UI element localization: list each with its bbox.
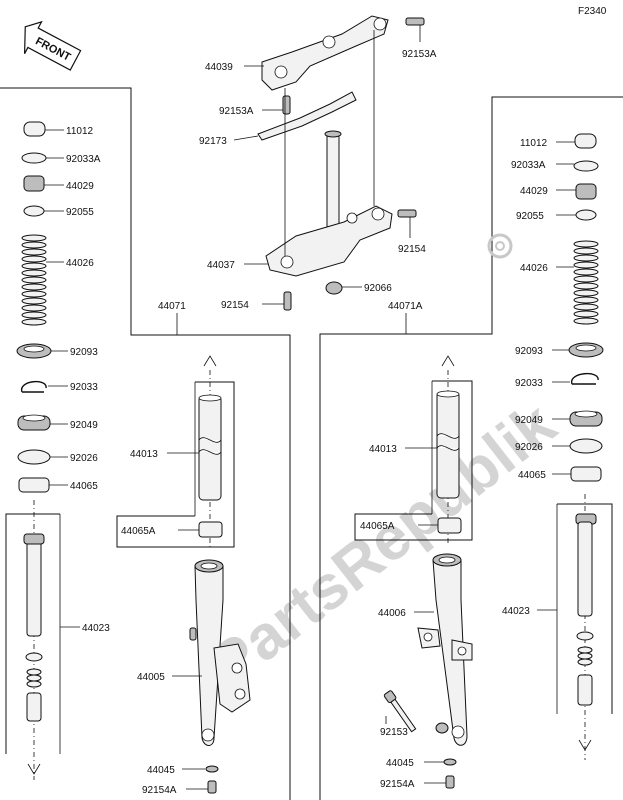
- bolt-92154-left: [283, 291, 292, 311]
- oring-92055-right: [575, 209, 597, 221]
- label-92154A-left: 92154A: [142, 785, 177, 796]
- label-92049-right: 92049: [515, 415, 543, 426]
- bolt-92153A-top: [405, 17, 425, 26]
- inner-tube-44013-right: [436, 391, 460, 499]
- damper-rod-44023-right: [577, 521, 593, 617]
- damper-rod-44023-left: [26, 539, 42, 637]
- label-44037: 44037: [207, 260, 235, 271]
- watermark: PartsRepublik: [197, 389, 568, 700]
- spring-44026-left: [21, 234, 47, 326]
- label-44065A-left: 44065A: [121, 526, 156, 537]
- label-92055-left: 92055: [66, 207, 94, 218]
- label-44023-left: 44023: [82, 623, 110, 634]
- label-44039: 44039: [205, 62, 233, 73]
- label-92153: 92153: [380, 727, 408, 738]
- label-92033-left: 92033: [70, 382, 98, 393]
- circlip-92033-right: [571, 373, 599, 385]
- outer-tube-44005: [189, 559, 251, 746]
- label-92066: 92066: [364, 283, 392, 294]
- steering-assembly: 44039 92153A 92153A 92173 44037 92154 92…: [199, 15, 437, 311]
- label-92026-right: 92026: [515, 442, 543, 453]
- washer-44045-right: [443, 758, 457, 766]
- left-fork-assembly: 44071 11012 92033A 44029 92055 44026: [0, 87, 291, 800]
- washer-92026-right: [569, 438, 603, 454]
- bolt-92154A-right: [445, 775, 455, 789]
- bolt-92154-right: [397, 209, 417, 218]
- bushing-44065A-left: [198, 521, 223, 538]
- label-92154-right: 92154: [398, 244, 426, 255]
- label-44029-left: 44029: [66, 181, 94, 192]
- label-11012-left: 11012: [66, 126, 94, 137]
- label-92033A-right: 92033A: [511, 160, 546, 171]
- label-92154A-right: 92154A: [380, 779, 415, 790]
- bushing-44065-right: [570, 466, 602, 482]
- oring-92055-left: [23, 205, 45, 217]
- label-92154-left: 92154: [221, 300, 249, 311]
- label-44005: 44005: [137, 672, 165, 683]
- label-44065-right: 44065: [518, 470, 546, 481]
- cap-11012-left: [23, 121, 46, 137]
- clamp-92173: [257, 91, 357, 141]
- label-92033-right: 92033: [515, 378, 543, 389]
- front-arrow-icon: FRONT: [23, 20, 82, 71]
- spring-44026-right: [573, 240, 599, 325]
- inner-tube-44013-left: [198, 395, 222, 501]
- label-44026-right: 44026: [520, 263, 548, 274]
- label-44013-left: 44013: [130, 449, 158, 460]
- circlip-92033-left: [21, 381, 47, 393]
- diagram-code: F2340: [578, 6, 607, 17]
- label-92093-right: 92093: [515, 346, 543, 357]
- label-44023-right: 44023: [502, 606, 530, 617]
- collar-44029-left: [23, 175, 45, 192]
- ring-92033A-left: [21, 152, 47, 164]
- label-44006: 44006: [378, 608, 406, 619]
- label-11012-right: 11012: [520, 138, 548, 149]
- ring-92033A-right: [573, 160, 599, 172]
- label-44026-left: 44026: [66, 258, 94, 269]
- bolt-92154A-left: [207, 780, 217, 794]
- nut-92066: [325, 281, 343, 295]
- bolt-92153A-mid: [282, 95, 291, 115]
- label-44029-right: 44029: [520, 186, 548, 197]
- label-44045-left: 44045: [147, 765, 175, 776]
- washer-44045-left: [205, 765, 219, 773]
- washer-92026-left: [17, 449, 51, 465]
- label-92033A-left: 92033A: [66, 154, 101, 165]
- label-92173: 92173: [199, 136, 227, 147]
- label-44071: 44071: [158, 301, 186, 312]
- cap-11012-right: [574, 133, 597, 149]
- label-44071A: 44071A: [388, 301, 423, 312]
- label-44013-right: 44013: [369, 444, 397, 455]
- label-44045-right: 44045: [386, 758, 414, 769]
- gear-icon: [487, 233, 513, 259]
- label-92153A-mid: 92153A: [219, 106, 254, 117]
- outer-tube-44006: [417, 553, 473, 746]
- label-92093-left: 92093: [70, 347, 98, 358]
- upper-bracket-44039: [261, 15, 389, 91]
- label-92026-left: 92026: [70, 453, 98, 464]
- right-fork-assembly: 44071A 11012 92033A 44029 92055 44026: [319, 96, 623, 800]
- bushing-44065A-right: [437, 517, 462, 534]
- label-92049-left: 92049: [70, 420, 98, 431]
- collar-44029-right: [575, 183, 597, 200]
- bushing-44065-left: [18, 477, 50, 493]
- lower-bracket-44037: [265, 205, 393, 277]
- label-92153A-top: 92153A: [402, 49, 437, 60]
- label-44065-left: 44065: [70, 481, 98, 492]
- label-44065A-right: 44065A: [360, 521, 395, 532]
- bolt-92153: [383, 690, 417, 733]
- label-92055-right: 92055: [516, 211, 544, 222]
